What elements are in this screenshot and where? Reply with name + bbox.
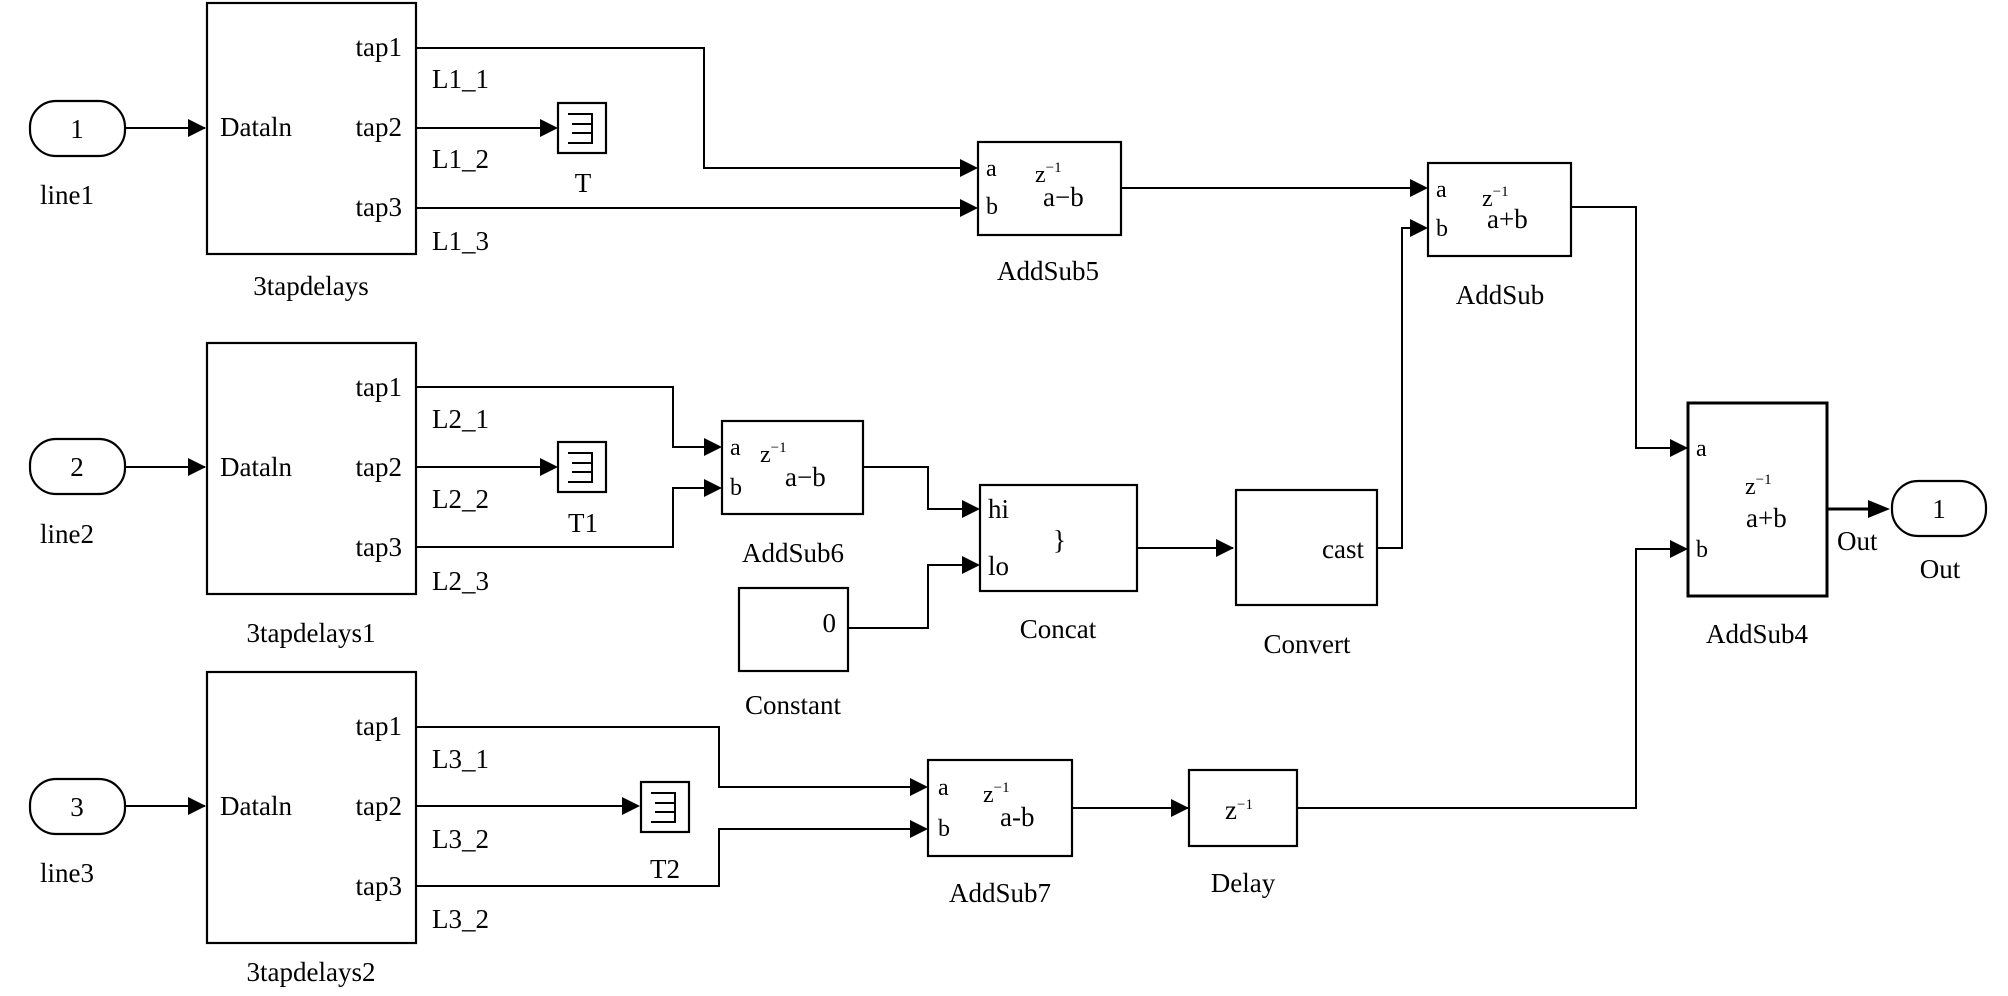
block-name: 3tapdelays2 [247, 957, 376, 987]
port-b: b [986, 194, 998, 220]
block-name: Convert [1264, 629, 1351, 659]
outport-out[interactable]: 1 Out [1890, 479, 1988, 584]
inport-name: line1 [40, 180, 94, 210]
operation: a−b [785, 462, 826, 492]
latency: z−1 [1482, 184, 1509, 212]
outport-number: 1 [1932, 494, 1946, 524]
block-name: AddSub5 [997, 256, 1099, 286]
signal-label: L3_2 [432, 904, 489, 934]
signal-label: L1_3 [432, 226, 489, 256]
inport-number: 2 [70, 452, 84, 482]
port-b: b [1436, 216, 1448, 242]
port-b: b [938, 816, 950, 842]
block-name: AddSub [1456, 280, 1545, 310]
port-tap3: tap3 [356, 192, 403, 222]
port-hi: hi [988, 494, 1009, 524]
port-a: a [938, 775, 949, 801]
port-a: a [986, 156, 997, 182]
block-name: T [575, 168, 592, 198]
port-b: b [730, 475, 742, 501]
block-name: AddSub7 [949, 878, 1051, 908]
tapdelays-block-0[interactable]: Dataln tap1 tap2 tap3 3tapdelays [205, 1, 418, 301]
terminator-T[interactable]: T [556, 101, 608, 198]
latency: z−1 [1745, 472, 1772, 500]
inport-number: 1 [70, 114, 84, 144]
port-cast: cast [1322, 534, 1364, 564]
operation: a-b [1000, 802, 1034, 832]
block-name: Constant [745, 690, 842, 720]
terminator-icon [651, 792, 676, 823]
block-name: 3tapdelays [253, 271, 368, 301]
addsub7-block[interactable]: a b z−1 a-b AddSub7 [926, 758, 1074, 908]
block-name: Delay [1211, 868, 1276, 898]
operation: a+b [1746, 503, 1787, 533]
port-b: b [1696, 537, 1708, 563]
port-tap1: tap1 [356, 372, 403, 402]
concat-block[interactable]: hi lo } Concat [978, 483, 1139, 644]
signal-label: L2_3 [432, 566, 489, 596]
port-datain: Dataln [220, 791, 292, 821]
constant-block[interactable]: 0 Constant [737, 586, 850, 720]
wires [125, 47, 1890, 887]
port-a: a [1436, 177, 1447, 203]
constant-value: 0 [823, 608, 837, 638]
port-tap3: tap3 [356, 532, 403, 562]
terminator-icon [568, 452, 593, 483]
convert-block[interactable]: cast Convert [1234, 488, 1379, 659]
terminator-T2[interactable]: T2 [639, 780, 691, 884]
outport-name: Out [1920, 554, 1961, 584]
concat-icon: } [1053, 525, 1066, 555]
port-tap2: tap2 [356, 452, 403, 482]
signal-label: L2_1 [432, 404, 489, 434]
inport-name: line3 [40, 858, 94, 888]
signal-label: L2_2 [432, 484, 489, 514]
addsub-block[interactable]: a b z−1 a+b AddSub [1426, 161, 1573, 310]
tapdelays-block-1[interactable]: Dataln tap1 tap2 tap3 3tapdelays1 [205, 341, 418, 648]
signal-label: L1_1 [432, 64, 489, 94]
inport-name: line2 [40, 519, 94, 549]
inport-line2[interactable]: 2 line2 [28, 437, 127, 549]
port-a: a [1696, 436, 1707, 462]
block-name: T2 [650, 854, 680, 884]
latency: z−1 [1225, 795, 1253, 825]
signal-label: L1_2 [432, 144, 489, 174]
addsub4-block[interactable]: a b z−1 a+b Out AddSub4 [1686, 401, 1878, 649]
port-tap2: tap2 [356, 112, 403, 142]
addsub6-block[interactable]: a b z−1 a−b AddSub6 [720, 419, 865, 568]
inport-number: 3 [70, 792, 84, 822]
tapdelays-block-2[interactable]: Dataln tap1 tap2 tap3 3tapdelays2 [205, 670, 418, 987]
latency: z−1 [983, 780, 1010, 808]
signal-label: L3_2 [432, 824, 489, 854]
port-tap2: tap2 [356, 791, 403, 821]
block-name: AddSub4 [1706, 619, 1809, 649]
port-datain: Dataln [220, 112, 292, 142]
signal-label: L3_1 [432, 744, 489, 774]
port-lo: lo [988, 551, 1009, 581]
block-name: 3tapdelays1 [247, 618, 376, 648]
inport-line3[interactable]: 3 line3 [28, 777, 127, 888]
port-a: a [730, 435, 741, 461]
terminator-T1[interactable]: T1 [556, 440, 608, 538]
latency: z−1 [1035, 160, 1062, 188]
terminator-icon [568, 113, 593, 144]
inport-line1[interactable]: 1 line1 [28, 99, 127, 210]
signal-labels: L1_1 L1_2 L1_3 L2_1 L2_2 L2_3 L3_1 L3_2 … [432, 64, 489, 934]
block-name: AddSub6 [742, 538, 844, 568]
port-tap3: tap3 [356, 871, 403, 901]
port-tap1: tap1 [356, 711, 403, 741]
addsub5-block[interactable]: a b z−1 a−b AddSub5 [976, 140, 1123, 286]
operation: a−b [1043, 182, 1084, 212]
delay-block[interactable]: z−1 Delay [1187, 768, 1299, 898]
block-name: Concat [1020, 614, 1097, 644]
operation: a+b [1487, 204, 1528, 234]
block-name: T1 [568, 508, 598, 538]
out-port-label: Out [1837, 526, 1878, 556]
latency: z−1 [760, 440, 787, 468]
port-tap1: tap1 [356, 32, 403, 62]
port-datain: Dataln [220, 452, 292, 482]
